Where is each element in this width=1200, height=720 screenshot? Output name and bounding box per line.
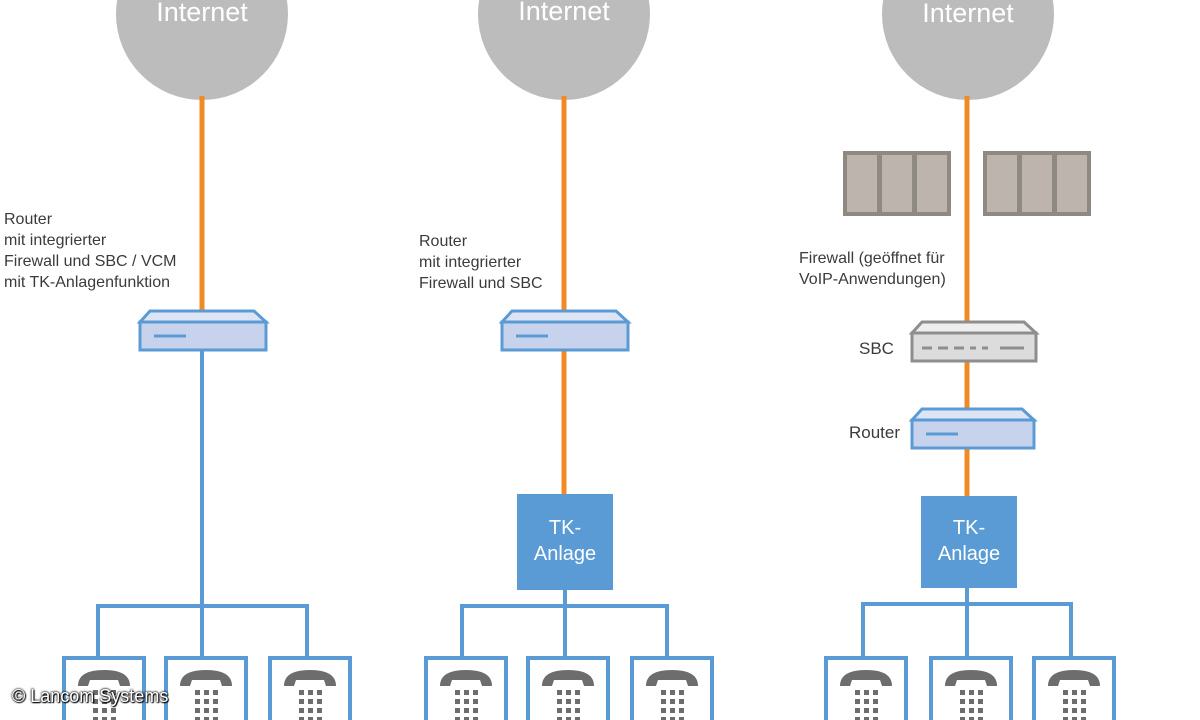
firewall-label-line2: VoIP-Anwendungen) [799,271,946,288]
internet-label-1: Internet [156,0,248,27]
pbx-box-3 [921,496,1017,588]
phone-3a [824,656,908,720]
sbc-device [908,320,1040,363]
internet-label-2: Internet [518,0,610,26]
internet-cloud-3 [882,0,1054,100]
phone-3b [929,656,1013,720]
pbx-label-2-line2: Anlage [533,543,597,565]
firewall-label-line1: Firewall (geöffnet für [799,250,945,267]
internet-label-3: Internet [922,0,1014,28]
pbx-label-2: TK- Anlage [517,515,613,567]
router-3 [908,407,1038,450]
pbx-label-3-line1: TK- [952,517,986,539]
phone-1b [164,656,248,720]
router-label-3: Router [849,423,901,442]
router-label-1-line3: Firewall und SBC / VCM [4,253,177,270]
pbx-label-3: TK- Anlage [921,515,1017,567]
pbx-label-3-line2: Anlage [937,543,1001,565]
phone-1c [268,656,352,720]
router-label-1: Router mit integrierter Firewall und SBC… [4,209,177,293]
phone-2b [526,656,610,720]
phone-3c [1032,656,1116,720]
phone-2c [630,656,714,720]
phone-2a [424,656,508,720]
router-label-1-line2: mit integrierter [4,232,107,249]
router-label-2-line3: Firewall und SBC [419,275,543,292]
firewall-right [983,151,1091,216]
router-2 [498,309,632,352]
pbx-label-2-line1: TK- [548,517,582,539]
router-label-2-line1: Router [419,233,468,250]
internet-cloud-1 [116,0,288,100]
router-label-2: Router mit integrierter Firewall und SBC [419,231,543,294]
router-label-1-line4: mit TK-Anlagenfunktion [4,274,171,291]
pbx-box-2 [517,494,613,590]
internet-cloud-2 [478,0,650,100]
copyright-text: © Lancom Systems [12,686,169,706]
router-label-2-line2: mit integrierter [419,254,522,271]
sbc-label: SBC [859,339,894,358]
firewall-label: Firewall (geöffnet für VoIP-Anwendungen) [799,248,946,290]
firewall-left [843,151,951,216]
router-label-1-line1: Router [4,211,53,228]
router-1 [136,309,270,352]
